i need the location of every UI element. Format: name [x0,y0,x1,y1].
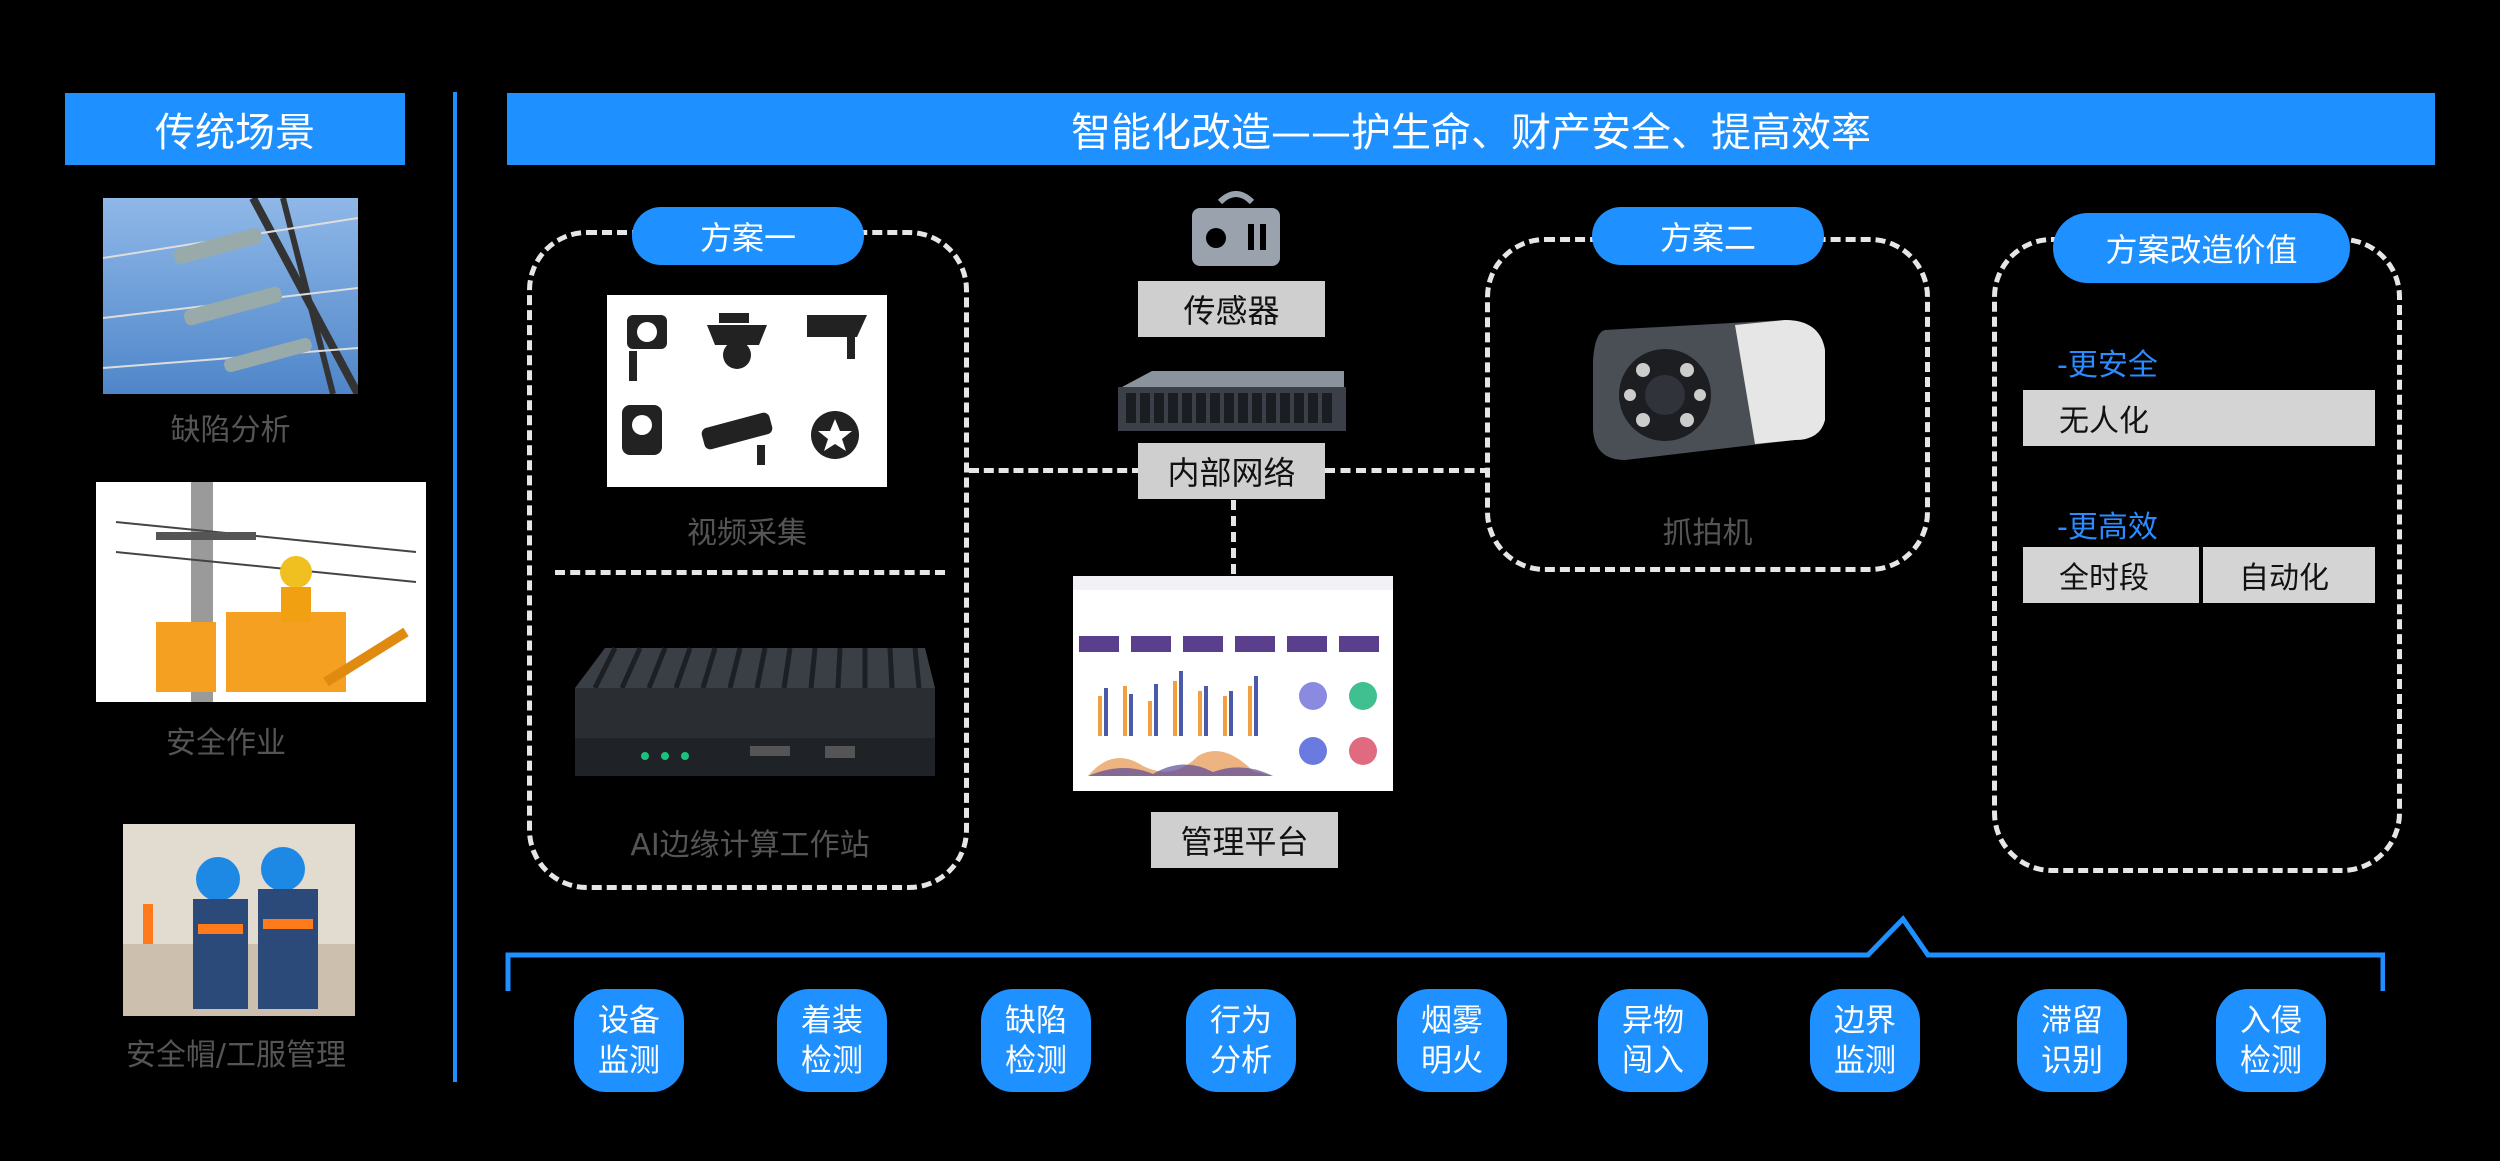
efficient-title: -更高效 [2057,510,2158,545]
safer-title: -更安全 [2057,348,2158,383]
plan1-pill-text: 方案一 [699,219,796,257]
platform-dashboard-image [1073,576,1393,791]
efficient-item-automation: 自动化 [2203,547,2375,603]
helmet-uniform-label: 安全帽/工服管理 [125,1038,347,1073]
column-divider [453,92,457,1082]
capability-intrusion-detection: 入侵检测 [2216,989,2326,1092]
sensor-label: 传感器 [1138,281,1325,337]
safety-operation-label: 安全作业 [166,726,286,761]
capability-equipment-monitoring: 设备监测 [574,989,684,1092]
traditional-scenes-title: 传统场景 [65,93,405,165]
safer-item-unmanned: 无人化 [2059,404,2149,439]
management-platform-label-text: 管理平台 [1180,823,1309,861]
capability-attire-detection: 着装检测 [777,989,887,1092]
capability-defect-detection: 缺陷检测 [981,989,1091,1092]
capability-loitering-recognition: 滞留识别 [2017,989,2127,1092]
capability-smoke-fire: 烟雾明火 [1397,989,1507,1092]
value-pill: 方案改造价值 [2053,213,2350,283]
defect-analysis-label: 缺陷分析 [170,413,291,448]
edge-workstation-image [565,628,940,786]
capability-foreign-object-intrusion: 异物闯入 [1598,989,1708,1092]
header-banner: 智能化改造——护生命、财产安全、提高效率 [507,93,2435,165]
capability-behavior-analysis: 行为分析 [1186,989,1296,1092]
efficient-item-automation-text: 自动化 [2239,561,2329,596]
sensor-icon [1190,184,1282,268]
efficient-item-fulltime-text: 全时段 [2059,561,2149,596]
edge-workstation-label: AI边缘计算工作站 [630,828,870,863]
video-capture-image [607,295,887,487]
capture-camera-image [1585,310,1830,470]
plan2-pill: 方案二 [1592,207,1824,265]
network-link-left [969,468,1142,473]
helmet-uniform-image [123,824,355,1016]
capability-bracket [505,915,2385,995]
plan1-pill: 方案一 [632,207,864,265]
sensor-label-text: 传感器 [1183,292,1280,330]
plan2-pill-text: 方案二 [1659,219,1756,257]
internal-network-label-text: 内部网络 [1167,454,1296,492]
server-image [1112,365,1352,437]
internal-network-label: 内部网络 [1138,443,1325,499]
defect-analysis-image [103,198,358,394]
safety-operation-image [96,482,426,702]
header-title: 智能化改造——护生命、财产安全、提高效率 [1071,110,1871,156]
value-pill-text: 方案改造价值 [2105,231,2298,269]
network-link-right [1325,468,1490,473]
network-link-down [1231,500,1236,574]
efficient-item-fulltime: 全时段 [2023,547,2199,603]
safer-item-box: 无人化 [2023,390,2375,446]
capability-boundary-monitoring: 边界监测 [1810,989,1920,1092]
capture-camera-label: 抓拍机 [1662,516,1753,551]
plan1-divider [555,570,945,575]
management-platform-label: 管理平台 [1151,812,1338,868]
video-capture-label: 视频采集 [687,516,807,551]
traditional-scenes-title-text: 传统场景 [155,110,315,156]
